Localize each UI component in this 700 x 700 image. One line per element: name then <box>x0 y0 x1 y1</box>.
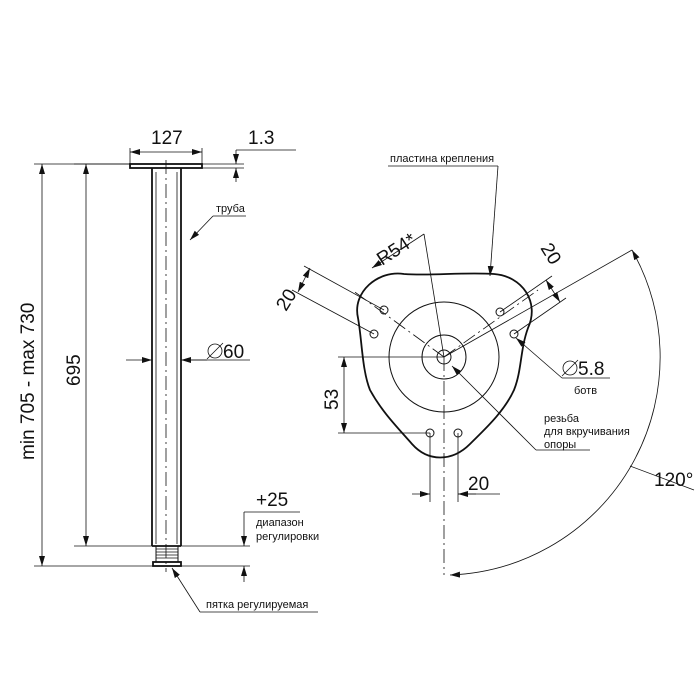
dim-angle-label: 120° <box>654 470 693 491</box>
note-foot: пятка регулируемая <box>171 567 318 613</box>
note-tube: труба <box>189 203 246 241</box>
dim-20-bottom: 20 <box>412 433 500 502</box>
plate-top-view: R54* 20 20 53 <box>272 153 695 578</box>
dim-hole-label: 5.8 <box>578 359 604 380</box>
note-tube-label: труба <box>216 203 246 215</box>
note-thread-line2: для вкручивания <box>544 426 630 438</box>
hole <box>379 305 389 315</box>
dim-plate-thickness: 1.3 <box>202 128 296 182</box>
dim-20-right-label: 20 <box>536 240 565 269</box>
dim-tube-diameter: 60 <box>126 342 250 363</box>
dim-width: 127 <box>129 128 203 164</box>
plate-outline <box>356 272 533 459</box>
dim-53: 53 <box>322 356 444 434</box>
dim-total-range: min 705 - max 730 <box>18 163 153 567</box>
note-plate: пластина крепления <box>388 153 499 277</box>
note-plate-label: пластина крепления <box>390 153 494 165</box>
note-foot-label: пятка регулируемая <box>206 599 308 611</box>
centerline-left <box>351 289 445 358</box>
dim-length-label: 695 <box>64 354 85 386</box>
dim-total-range-label: min 705 - max 730 <box>18 303 39 460</box>
adjustable-foot <box>152 545 182 567</box>
dim-20-left-label: 20 <box>272 286 301 315</box>
dim-adjust-label: +25 <box>256 490 288 511</box>
dim-tube-diameter-label: 60 <box>223 342 244 363</box>
dim-20-bottom-label: 20 <box>468 474 489 495</box>
dim-20-left: 20 <box>272 265 385 335</box>
note-adjust-line1: диапазон <box>256 517 304 529</box>
note-bolts-label: ботв <box>574 385 597 397</box>
dim-plate-thickness-label: 1.3 <box>248 128 274 149</box>
dim-53-label: 53 <box>322 389 343 410</box>
dim-length: 695 <box>64 163 152 547</box>
note-thread-line1: резьба <box>544 413 580 425</box>
note-thread-line3: опоры <box>544 439 576 451</box>
note-hole: 5.8 ботв <box>515 337 610 397</box>
dim-angle: 120° <box>443 249 695 578</box>
note-adjust-line2: регулировки <box>256 531 319 543</box>
dim-radius-label: R54* <box>373 229 420 270</box>
diameter-symbol-icon <box>207 343 223 359</box>
hole <box>369 329 379 339</box>
leg-side-view: 127 1.3 695 min 705 - max 730 <box>18 128 319 613</box>
dim-width-label: 127 <box>151 128 183 149</box>
dim-adjust: +25 диапазон регулировки <box>181 490 319 582</box>
